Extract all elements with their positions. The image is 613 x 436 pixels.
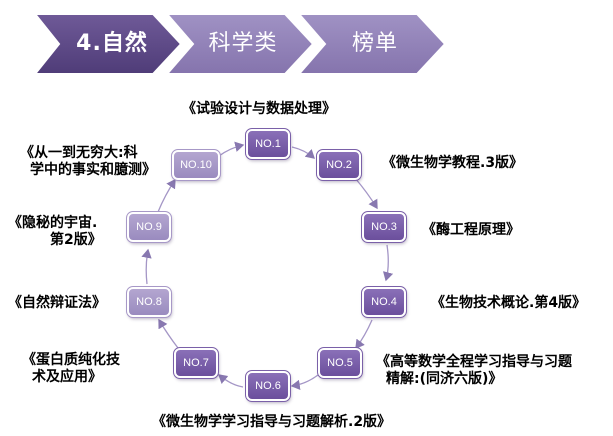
- book-title-1: 《试验设计与数据处理》: [182, 101, 336, 117]
- book-title-6: 《微生物学学习指导与习题解析.2版》: [152, 414, 392, 430]
- arrow-5-to-6: [290, 374, 319, 391]
- arrow-6-to-7: [218, 374, 244, 388]
- book-title-9: 《隐秘的宇宙. 第2版》: [8, 215, 102, 249]
- rank-node-5: NO.5: [317, 347, 363, 379]
- rank-node-3: NO.3: [361, 211, 407, 243]
- rank-node-10: NO.10: [171, 149, 221, 181]
- book-title-10-line2: 学中的事实和臆测》: [30, 162, 156, 178]
- arrow-3-to-4: [382, 244, 394, 282]
- rank-node-9: NO.9: [126, 211, 172, 243]
- book-title-5-line2: 精解:(同济六版)》: [386, 371, 503, 387]
- rank-node-6: NO.6: [245, 370, 291, 402]
- arrow-2-to-3: [354, 177, 378, 210]
- book-title-7-line2: 术及应用》: [32, 369, 102, 385]
- book-title-10-line1: 《从一到无穷大:科: [20, 145, 138, 161]
- banner-label-science: 科学类: [208, 31, 278, 56]
- book-title-7-line1: 《蛋白质纯化技: [22, 352, 120, 368]
- book-title-3: 《酶工程原理》: [422, 222, 520, 238]
- banner-step-category-number: 4.自然: [33, 12, 183, 76]
- banner-label-category: 4.自然: [76, 31, 148, 56]
- rank-node-7: NO.7: [173, 347, 219, 379]
- rank-node-2: NO.2: [316, 149, 362, 181]
- book-title-10: 《从一到无穷大:科 学中的事实和臆测》: [20, 145, 156, 179]
- arrow-7-to-8: [158, 318, 179, 349]
- book-title-5: 《高等数学全程学习指导与习题 精解:(同济六版)》: [376, 354, 572, 388]
- arrow-9-to-10: [157, 178, 176, 213]
- book-title-5-line1: 《高等数学全程学习指导与习题: [376, 354, 572, 370]
- book-title-7: 《蛋白质纯化技 术及应用》: [22, 352, 120, 386]
- book-title-9-line2: 第2版》: [50, 232, 102, 248]
- arrow-4-to-5: [355, 319, 373, 350]
- arrow-8-to-9: [141, 248, 152, 285]
- banner-label-ranking: 榜单: [351, 31, 398, 56]
- rank-node-1: NO.1: [245, 128, 291, 160]
- banner-step-ranking: 榜单: [297, 12, 447, 76]
- book-title-9-line1: 《隐秘的宇宙.: [8, 215, 98, 231]
- arrow-1-to-2: [291, 146, 315, 159]
- rank-node-4: NO.4: [361, 286, 407, 318]
- book-title-4: 《生物技术概论.第4版》: [431, 295, 587, 311]
- rank-node-8: NO.8: [126, 286, 172, 318]
- book-title-2: 《微生物学教程.3版》: [382, 155, 524, 171]
- arrow-10-to-1: [218, 141, 245, 157]
- book-title-8: 《自然辩证法》: [8, 295, 106, 311]
- banner-step-science: 科学类: [165, 12, 315, 76]
